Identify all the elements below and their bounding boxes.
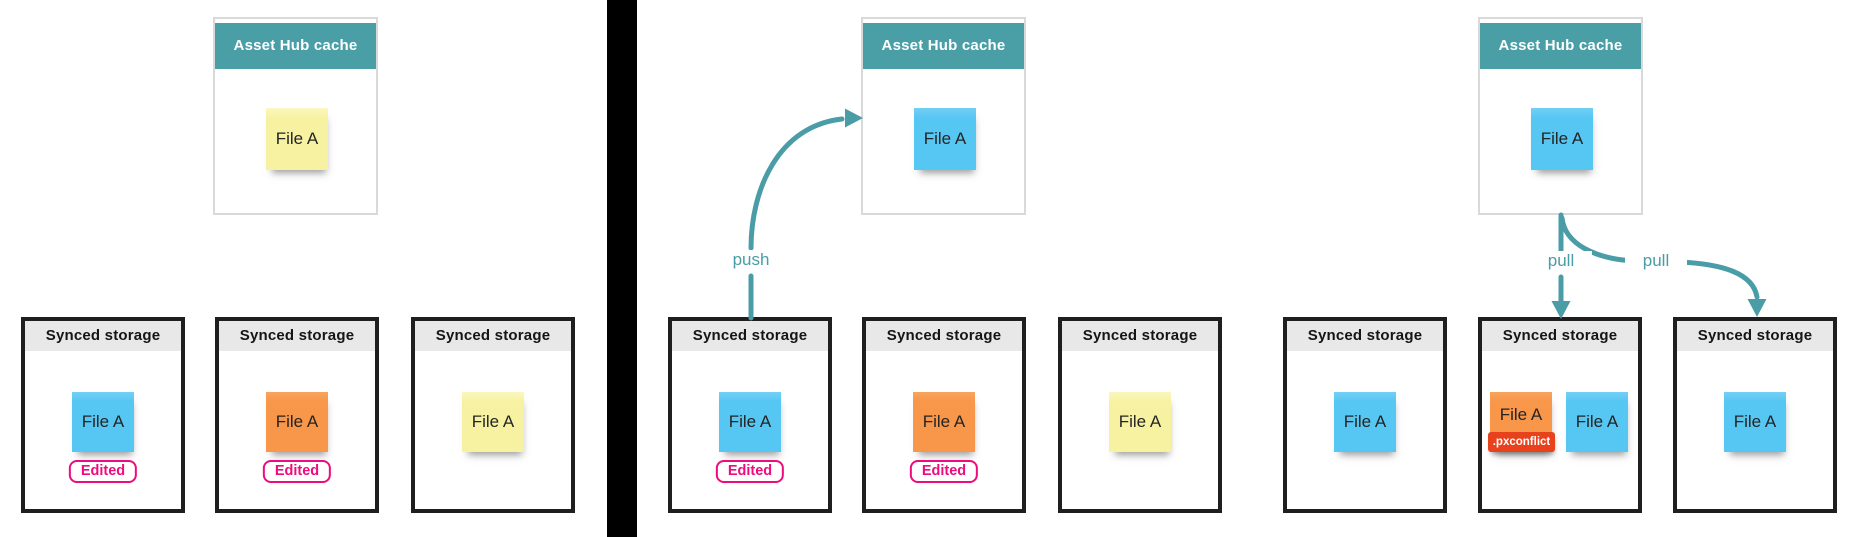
edited-badge: Edited <box>262 460 332 483</box>
synced-storage-box: Synced storage File A <box>1283 317 1447 513</box>
synced-storage-box: Synced storage File A <box>1673 317 1837 513</box>
sticky-note-file-a: File A <box>1531 108 1593 170</box>
push-label: push <box>720 250 782 270</box>
note-label: File A <box>1733 412 1777 431</box>
asset-hub-cache-box: Asset Hub cache File A <box>1478 17 1643 215</box>
cache-title: Asset Hub cache <box>863 23 1024 69</box>
sticky-note-file-a: File A <box>913 392 975 452</box>
pull-label: pull <box>1625 251 1687 271</box>
synced-storage-box: Synced storage File A Edited <box>21 317 185 513</box>
edited-badge: Edited <box>909 460 979 483</box>
asset-hub-cache-box: Asset Hub cache File A <box>213 17 378 215</box>
storage-title: Synced storage <box>1287 321 1443 351</box>
sticky-note-file-a: File A <box>462 392 524 452</box>
sticky-note-file-a: File A <box>266 392 328 452</box>
synced-storage-box: Synced storage File A Edited <box>862 317 1026 513</box>
synced-storage-box: Synced storage File A Edited <box>668 317 832 513</box>
note-label: File A <box>1575 412 1619 431</box>
synced-storage-box-conflict: Synced storage File A .pxconflict File A <box>1478 317 1642 513</box>
edited-badge: Edited <box>68 460 138 483</box>
sticky-note-file-a: File A <box>914 108 976 170</box>
note-label: File A <box>471 412 515 431</box>
note-label: File A <box>275 412 319 431</box>
sticky-note-file-a: File A <box>719 392 781 452</box>
storage-title: Synced storage <box>1482 321 1638 351</box>
pull-arrowhead-icon <box>1747 299 1767 317</box>
synced-storage-box: Synced storage File A Edited <box>215 317 379 513</box>
storage-title: Synced storage <box>1062 321 1218 351</box>
pxconflict-tag: .pxconflict <box>1488 432 1555 452</box>
pull-label: pull <box>1530 251 1592 271</box>
storage-title: Synced storage <box>25 321 181 351</box>
sticky-note-file-a: File A <box>1334 392 1396 452</box>
note-label: File A <box>81 412 125 431</box>
storage-title: Synced storage <box>1677 321 1833 351</box>
cache-title: Asset Hub cache <box>1480 23 1641 69</box>
storage-title: Synced storage <box>219 321 375 351</box>
sticky-note-file-a: File A <box>1566 392 1628 452</box>
note-label: File A <box>923 129 967 148</box>
sticky-note-file-a: File A <box>266 108 328 170</box>
synced-storage-box: Synced storage File A <box>411 317 575 513</box>
synced-storage-box: Synced storage File A <box>1058 317 1222 513</box>
asset-hub-cache-box: Asset Hub cache File A <box>861 17 1026 215</box>
panel-divider <box>607 0 637 537</box>
storage-title: Synced storage <box>415 321 571 351</box>
note-label: File A <box>922 412 966 431</box>
note-label: File A <box>1118 412 1162 431</box>
pull-arrow-curve <box>1677 259 1760 300</box>
note-label: File A <box>275 129 319 148</box>
edited-badge: Edited <box>715 460 785 483</box>
storage-title: Synced storage <box>672 321 828 351</box>
sticky-note-file-a: File A <box>72 392 134 452</box>
note-label: File A <box>1540 129 1584 148</box>
cache-title: Asset Hub cache <box>215 23 376 69</box>
sticky-note-file-a: File A <box>1724 392 1786 452</box>
push-arrow-curve <box>748 116 845 251</box>
storage-title: Synced storage <box>866 321 1022 351</box>
note-label: File A <box>1499 405 1543 424</box>
note-label: File A <box>728 412 772 431</box>
note-label: File A <box>1343 412 1387 431</box>
sticky-note-file-a: File A <box>1109 392 1171 452</box>
